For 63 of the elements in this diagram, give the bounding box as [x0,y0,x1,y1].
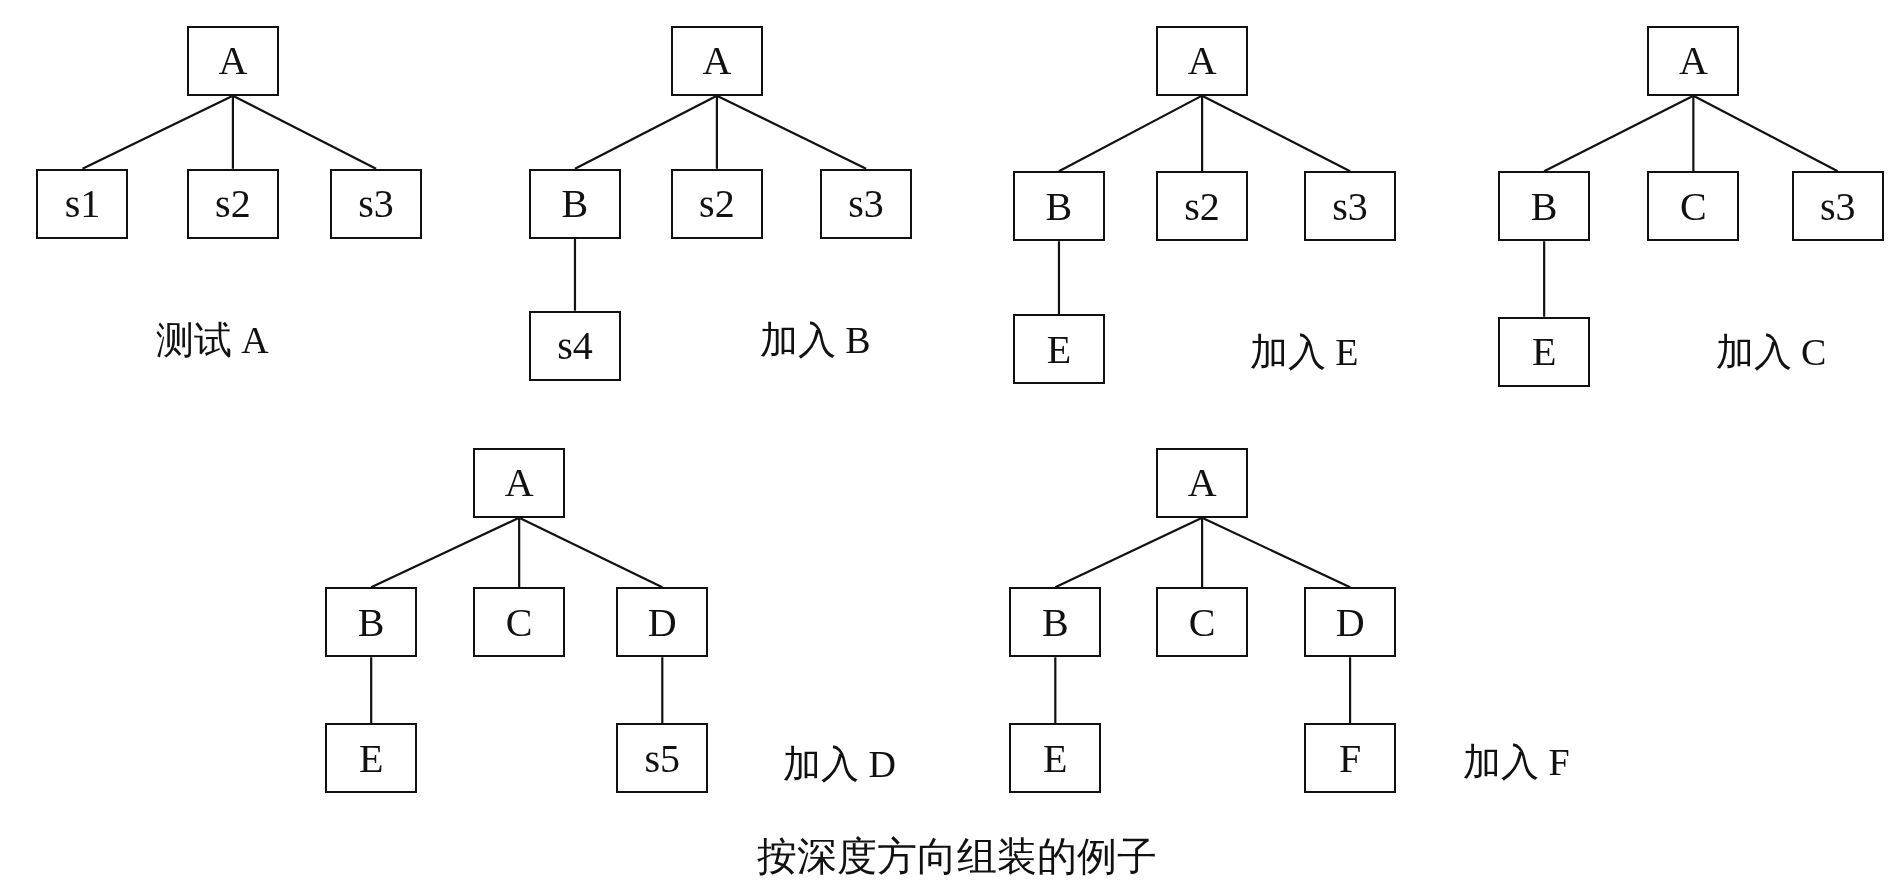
tree-node-box: s3 [1304,171,1397,242]
connector-line [661,657,664,724]
connector-line [370,657,373,724]
tree-node-box: A [186,25,279,96]
step-caption: 加入 D [782,741,896,787]
tree-node-box: C [1647,171,1740,242]
tree-node-box: s2 [1156,171,1249,242]
connector-line [370,516,520,589]
tree-node-box: s5 [616,723,709,794]
connector-line [518,517,521,588]
connector-line [232,94,377,170]
tree-node-box: A [1647,25,1740,96]
connector-line [1201,94,1351,173]
tree-node-box: B [1012,171,1105,242]
step-caption: 加入 C [1715,329,1827,375]
tree-node-box: s3 [820,168,913,239]
tree-node-box: s3 [330,168,423,239]
connector-line [1349,657,1352,724]
tree-node-box: A [1156,25,1249,96]
step-caption: 加入 F [1462,739,1570,785]
connector-line [716,94,867,170]
tree-node-box: D [616,587,709,658]
tree-node-box: s1 [36,168,129,239]
connector-line [518,516,663,589]
connector-line [1543,241,1546,317]
tree-node-box: E [1009,723,1102,794]
connector-line [1054,516,1203,589]
figure-caption: 按深度方向组装的例子 [757,832,1158,881]
connector-line [1692,95,1695,172]
connector-line [1692,94,1839,173]
tree-node-box: E [1498,316,1591,387]
connector-line [1054,657,1057,724]
tree-node-box: A [670,25,763,96]
step-caption: 加入 E [1249,329,1359,375]
connector-line [715,95,718,169]
tree-node-box: F [1304,723,1397,794]
tree-node-box: E [1012,314,1105,385]
tree-node-box: B [528,168,621,239]
connector-line [1201,517,1204,588]
tree-node-box: A [473,447,566,518]
connector-line [574,94,718,170]
tree-node-box: C [1156,587,1249,658]
tree-node-box: D [1304,587,1397,658]
step-caption: 加入 B [759,317,871,363]
tree-node-box: s2 [186,168,279,239]
connector-line [573,238,577,311]
step-caption: 测试 A [155,317,269,363]
tree-node-box: C [473,587,566,658]
tree-node-box: s3 [1791,171,1884,242]
connector-line [1058,94,1203,173]
tree-node-box: s2 [670,168,763,239]
connector-line [82,94,234,170]
tree-node-box: E [325,723,418,794]
connector-line [1201,95,1204,172]
tree-node-box: A [1156,447,1249,518]
tree-node-box: B [325,587,418,658]
tree-node-box: s4 [528,310,621,381]
connector-line [231,95,234,169]
tree-node-box: B [1009,587,1102,658]
connector-line [1057,241,1061,315]
tree-node-box: B [1498,171,1591,242]
connector-line [1543,94,1694,173]
connector-line [1201,516,1351,589]
